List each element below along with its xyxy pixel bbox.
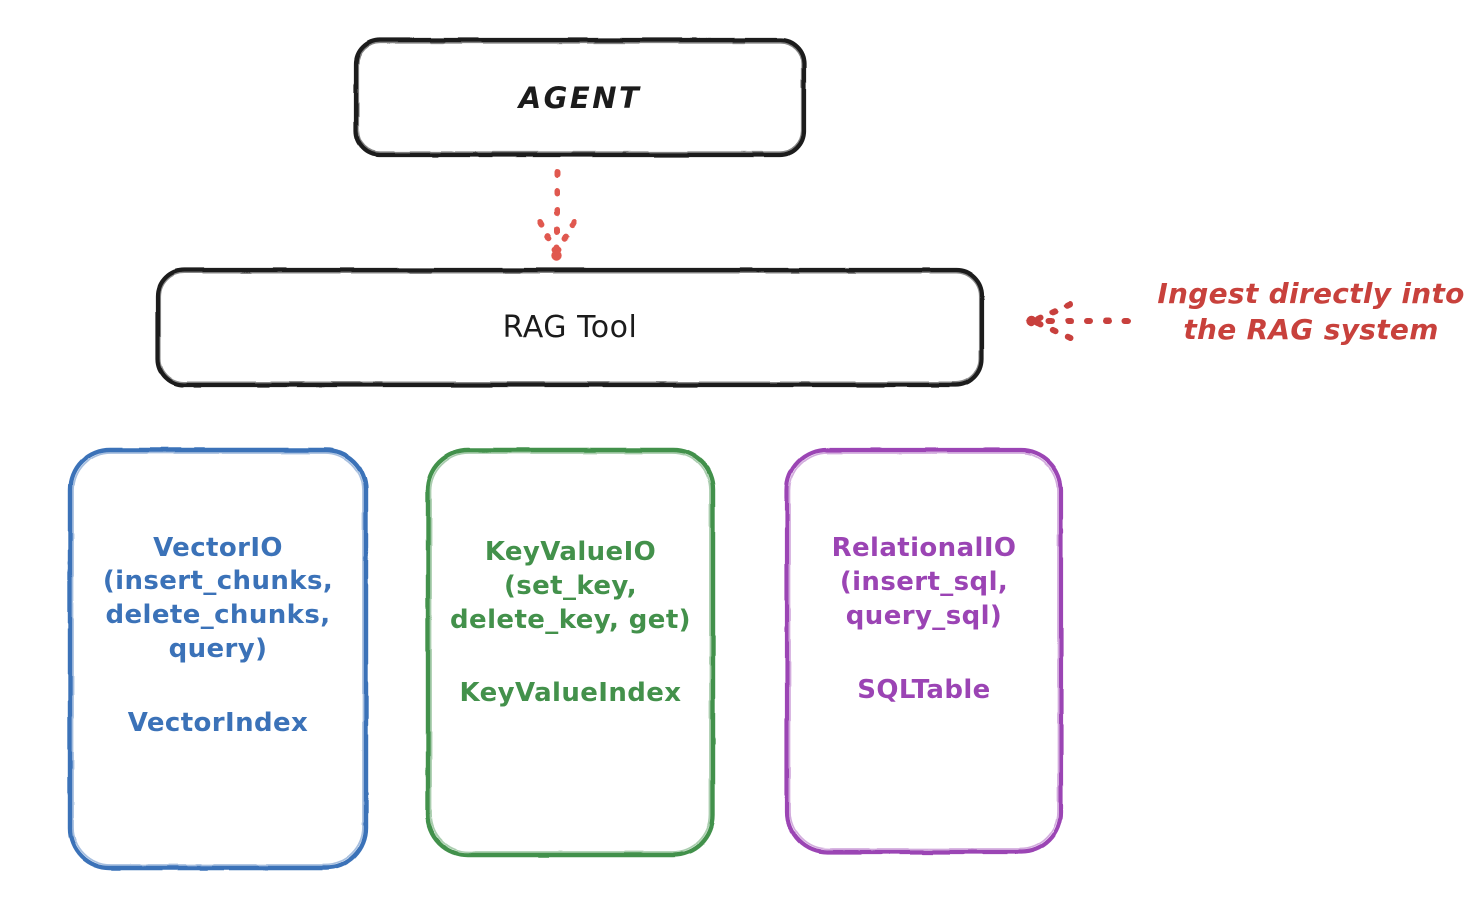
ingest-annotation: Ingest directly into the RAG system bbox=[1157, 277, 1465, 347]
agent-label: AGENT bbox=[518, 80, 642, 115]
key-value-io-title: KeyValueIO (set_key, delete_key, get) bbox=[450, 536, 691, 635]
vector-io-index: VectorIndex bbox=[127, 707, 309, 738]
key-value-io-node[interactable]: KeyValueIO (set_key, delete_key, get) Ke… bbox=[428, 450, 713, 855]
annotation-to-rag-tool-connector bbox=[1026, 301, 1131, 341]
vector-io-node[interactable]: VectorIO (insert_chunks, delete_chunks, … bbox=[70, 450, 366, 868]
vector-io-title: VectorIO (insert_chunks, delete_chunks, … bbox=[102, 532, 334, 664]
key-value-io-index: KeyValueIndex bbox=[459, 678, 682, 709]
relational-io-title: RelationalIO (insert_sql, query_sql) bbox=[831, 533, 1017, 631]
relational-io-index: SQLTable bbox=[857, 674, 991, 705]
agent-node[interactable]: AGENT bbox=[356, 40, 804, 155]
rag-tool-node[interactable]: RAG Tool bbox=[158, 270, 982, 385]
agent-to-rag-tool-connector bbox=[537, 169, 577, 262]
relational-io-node[interactable]: RelationalIO (insert_sql, query_sql) SQL… bbox=[787, 450, 1061, 852]
rag-tool-label: RAG Tool bbox=[502, 310, 638, 345]
